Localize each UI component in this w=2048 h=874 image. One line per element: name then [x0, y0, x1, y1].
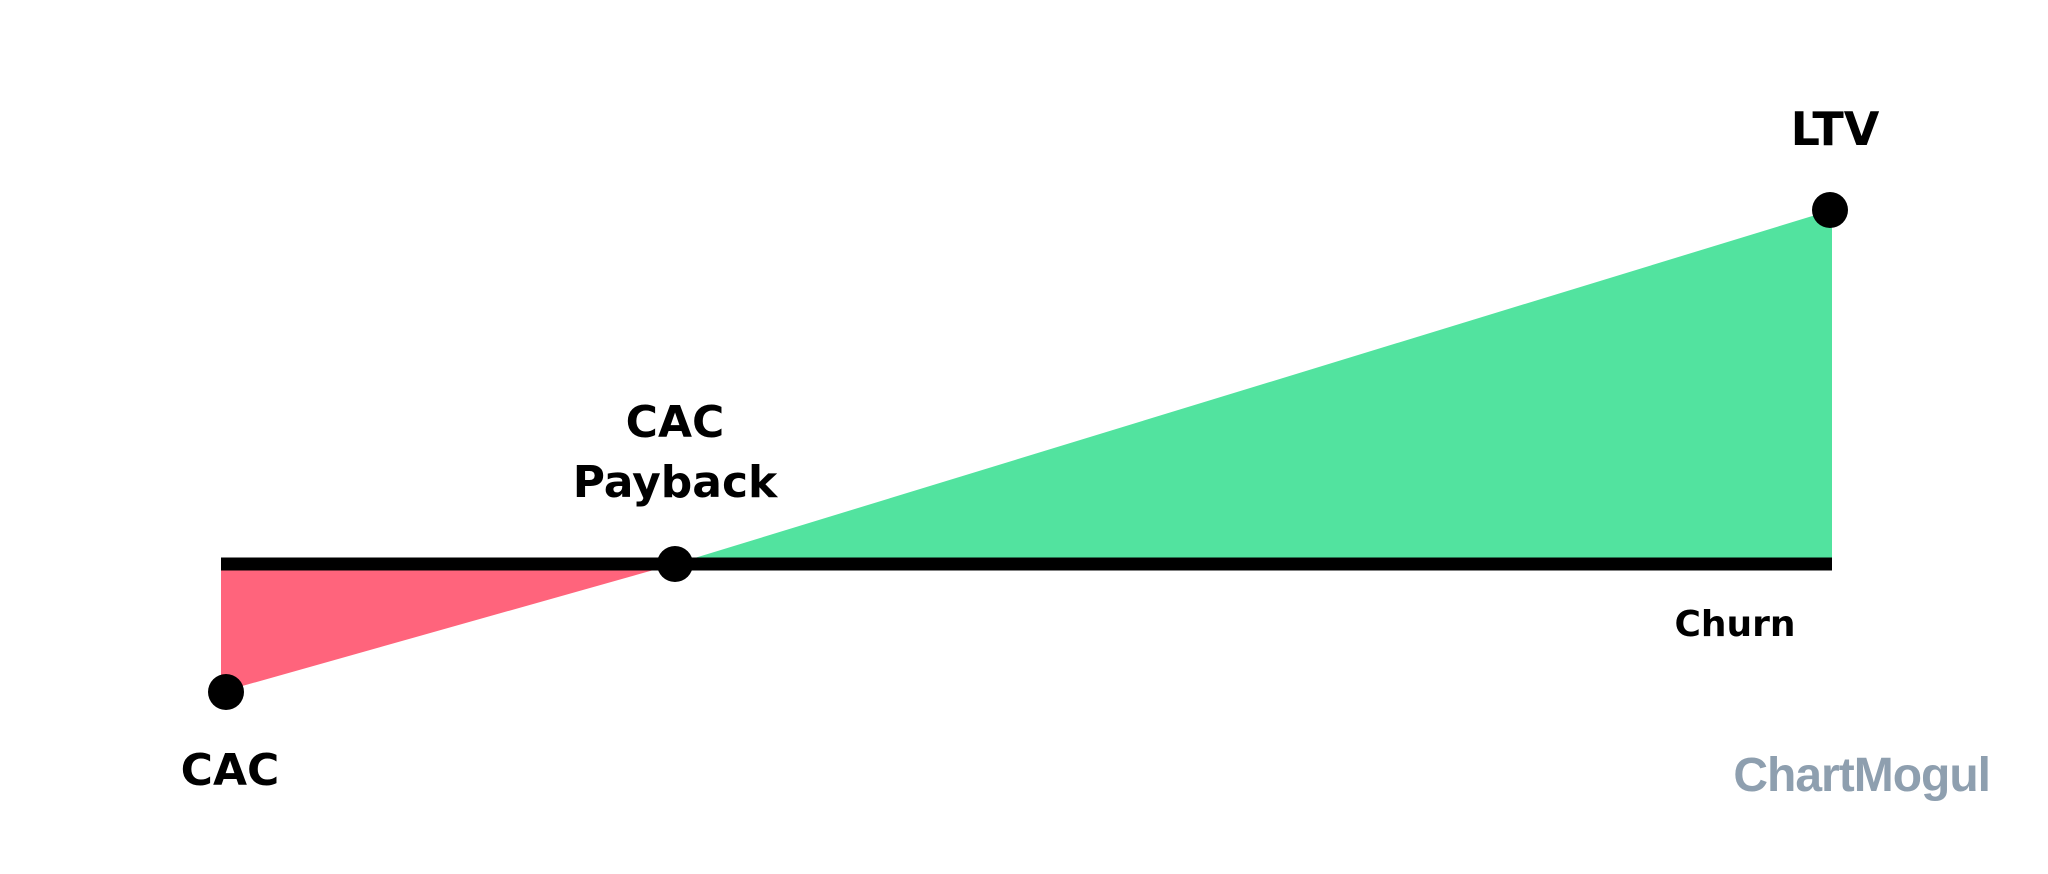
ltv-marker — [1812, 192, 1848, 228]
cac-marker — [208, 674, 244, 710]
payback-marker — [657, 546, 693, 582]
cac-payback-label-line1: CAC — [625, 397, 725, 448]
cost-area — [221, 564, 675, 692]
churn-label: Churn — [1674, 604, 1796, 645]
ltv-label: LTV — [1790, 102, 1880, 156]
profit-area — [675, 210, 1832, 564]
cac-payback-label-line2: Payback — [572, 457, 778, 508]
chartmogul-logo: ChartMogul — [1733, 749, 1991, 802]
cac-label: CAC — [180, 745, 280, 796]
cac-payback-label: CAC Payback — [560, 393, 790, 513]
